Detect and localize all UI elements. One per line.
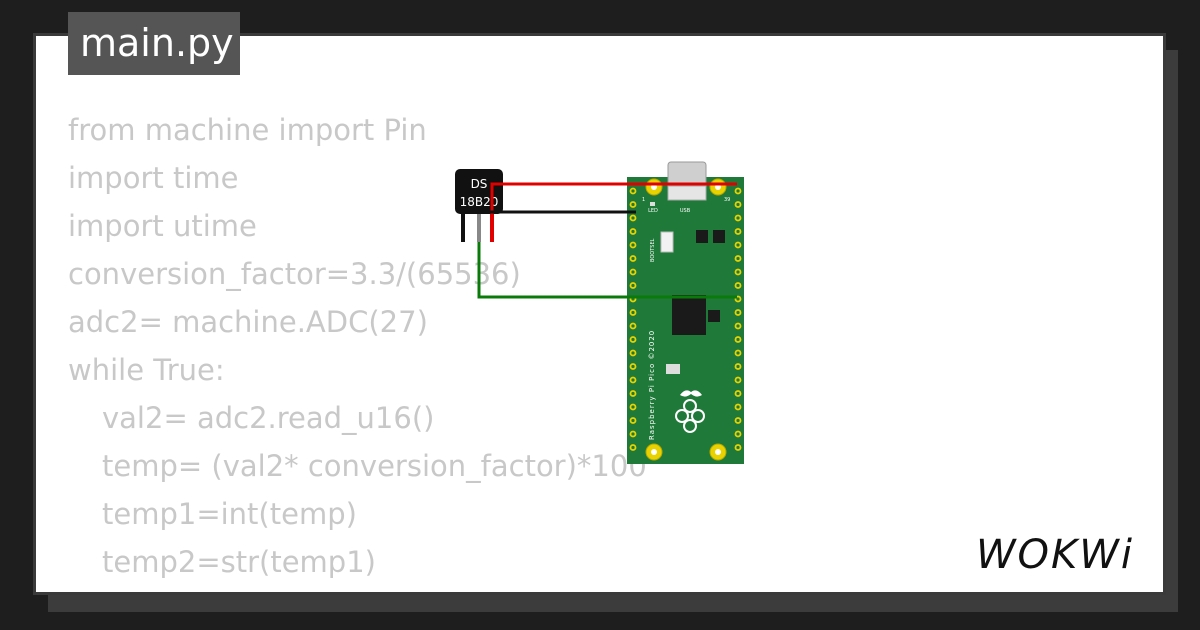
pin-hole-center bbox=[736, 243, 740, 247]
chip-small-1 bbox=[696, 230, 708, 243]
pin-hole-center bbox=[631, 351, 635, 355]
pin-hole-center bbox=[736, 351, 740, 355]
code-line: while True: bbox=[68, 353, 225, 387]
code-editor[interactable]: from machine import Pin import time import… bbox=[68, 106, 647, 586]
wire-gnd-black[interactable] bbox=[461, 210, 636, 214]
bootsel-label: BOOTSEL bbox=[650, 238, 656, 262]
sensor-leg-vcc bbox=[490, 214, 494, 242]
wire-vcc-red[interactable] bbox=[490, 182, 737, 214]
mount-hole-bl-center bbox=[651, 449, 657, 455]
pin-hole-center bbox=[736, 256, 740, 261]
pin-hole-center bbox=[631, 405, 635, 409]
pin-hole-center bbox=[736, 432, 740, 436]
pin-hole-center bbox=[631, 391, 635, 396]
pin-hole-center bbox=[631, 432, 635, 436]
pin-hole-center bbox=[736, 337, 740, 342]
pin-hole-center bbox=[736, 405, 740, 409]
pin-hole-center bbox=[736, 229, 740, 234]
pin-39-label: 39 bbox=[724, 197, 730, 203]
sensor-label-line2: 18B20 bbox=[460, 195, 499, 209]
pin-hole-center bbox=[631, 216, 635, 220]
pin-hole-center bbox=[631, 270, 635, 274]
sensor-leg-data bbox=[477, 214, 481, 242]
pin-hole-center bbox=[631, 337, 635, 342]
pin-1-label: 1 bbox=[642, 197, 645, 203]
pin-hole-center bbox=[631, 324, 635, 328]
pin-hole-center bbox=[631, 283, 635, 288]
pin-hole-center bbox=[736, 189, 740, 193]
pin-hole-center bbox=[631, 445, 635, 450]
code-line: temp1=int(temp) bbox=[102, 497, 357, 531]
wokwi-logo: WOKWi bbox=[976, 532, 1134, 578]
pin-hole-center bbox=[736, 270, 740, 274]
bootsel-button[interactable] bbox=[660, 231, 674, 253]
chip-small-2 bbox=[713, 230, 725, 243]
code-line: adc2= machine.ADC(27) bbox=[68, 305, 428, 339]
pin-hole-center bbox=[736, 324, 740, 328]
pin-hole-center bbox=[736, 378, 740, 382]
rp2040-chip bbox=[672, 295, 706, 335]
wire-data-green[interactable] bbox=[477, 242, 737, 299]
code-line: temp= (val2* conversion_factor)*100 bbox=[102, 449, 647, 483]
pin-hole-center bbox=[631, 229, 635, 234]
pin-hole-center bbox=[736, 364, 740, 369]
usb-connector bbox=[667, 161, 707, 187]
sensor-label-line1: DS bbox=[471, 177, 488, 191]
smd-component bbox=[666, 364, 680, 374]
raspberry-logo-icon bbox=[675, 390, 705, 433]
brand-name: WOKWi bbox=[976, 532, 1134, 578]
usb-label: USB bbox=[680, 208, 691, 214]
code-line: import time bbox=[68, 161, 239, 195]
ds18b20-sensor[interactable]: DS 18B20 bbox=[455, 169, 503, 242]
raspberry-pi-pico-board[interactable]: LED USB 1 39 BOOTSEL Raspberry Pi Pico ©… bbox=[627, 161, 744, 464]
pin-hole-center bbox=[736, 445, 740, 450]
pin-hole-center bbox=[631, 378, 635, 382]
code-line: val2= adc2.read_u16() bbox=[102, 401, 435, 435]
pin-hole-center bbox=[631, 418, 635, 423]
pin-hole-center bbox=[736, 297, 740, 301]
code-line: conversion_factor=3.3/(65536) bbox=[68, 257, 521, 291]
pin-hole-center bbox=[631, 243, 635, 247]
pin-hole-center bbox=[736, 283, 740, 288]
pin-hole-center bbox=[736, 418, 740, 423]
file-tab-label: main.py bbox=[80, 21, 234, 65]
board-copyright: Raspberry Pi Pico ©2020 bbox=[648, 330, 656, 440]
code-line: import utime bbox=[68, 209, 257, 243]
pin-hole-center bbox=[736, 310, 740, 315]
pin-hole-center bbox=[631, 202, 635, 207]
pin-hole-center bbox=[631, 189, 635, 193]
pin-hole-center bbox=[631, 256, 635, 261]
pin-hole-center bbox=[736, 216, 740, 220]
sensor-leg-gnd bbox=[461, 214, 465, 242]
usb-shield bbox=[667, 185, 707, 201]
project-preview-card: from machine import Pin import time import… bbox=[33, 33, 1166, 595]
pin-hole-center bbox=[631, 364, 635, 369]
led-label: LED bbox=[648, 208, 658, 214]
pin-hole-center bbox=[736, 391, 740, 396]
code-line: temp2=str(temp1) bbox=[102, 545, 376, 579]
pin-hole-center bbox=[736, 202, 740, 207]
pin-hole-center bbox=[631, 310, 635, 315]
led bbox=[650, 202, 655, 206]
chip-small-3 bbox=[708, 310, 720, 322]
mount-hole-br-center bbox=[715, 449, 721, 455]
file-tab-main-py[interactable]: main.py bbox=[68, 12, 240, 75]
code-line: from machine import Pin bbox=[68, 113, 427, 147]
